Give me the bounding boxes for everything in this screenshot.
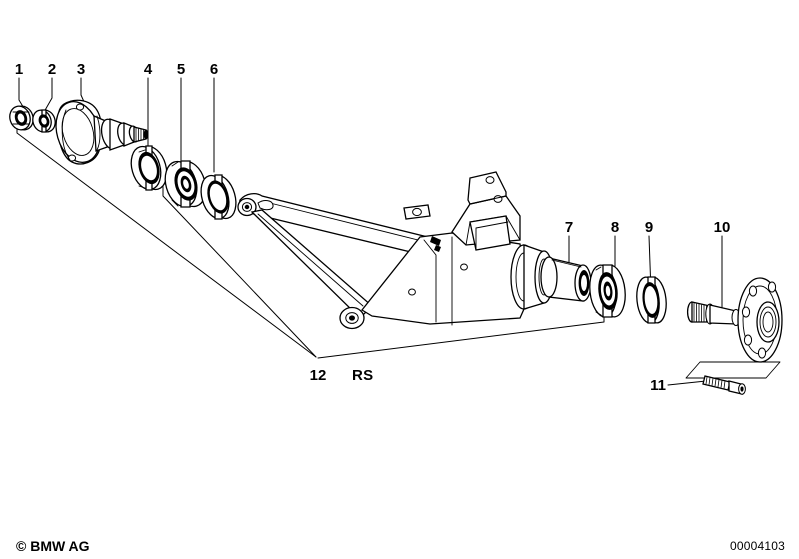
callout-numbers: 1 2 3 4 5 6 7 8 9 10 11 12 RS — [15, 61, 731, 394]
footer: © BMW AG 00004103 — [16, 538, 785, 554]
part-10-output-shaft-flange — [685, 277, 783, 379]
brake-nipple — [430, 236, 441, 252]
callout-4: 4 — [144, 61, 153, 78]
part-11-hex-bolt — [702, 375, 746, 395]
callout-1: 1 — [15, 61, 23, 78]
callout-7: 7 — [565, 219, 573, 236]
part-9-shaft-seal — [636, 276, 667, 324]
part-2-collar-nut — [32, 109, 56, 133]
callout-8: 8 — [611, 219, 619, 236]
part-4-bearing-ring — [130, 145, 168, 191]
diagram-number: 00004103 — [730, 539, 785, 553]
callout-12: 12 — [310, 367, 327, 384]
part-5-wheel-bearing — [164, 160, 207, 208]
callout-11: 11 — [650, 377, 666, 394]
copyright-text: © BMW AG — [16, 538, 90, 554]
callout-5: 5 — [177, 61, 185, 78]
callout-10: 10 — [714, 219, 731, 236]
callout-6: 6 — [210, 61, 218, 78]
part-8-wheel-bearing — [589, 264, 626, 318]
callout-2: 2 — [48, 61, 56, 78]
part-7-spacer-sleeve — [540, 256, 592, 302]
trailing-arm-assembly — [237, 171, 554, 330]
callout-3: 3 — [77, 61, 85, 78]
part-3-cv-joint-housing — [55, 99, 149, 165]
part-6-shaft-seal — [200, 174, 237, 220]
callout-9: 9 — [645, 219, 653, 236]
side-code-label: RS — [352, 367, 373, 384]
part-1-lock-ring — [9, 105, 34, 131]
